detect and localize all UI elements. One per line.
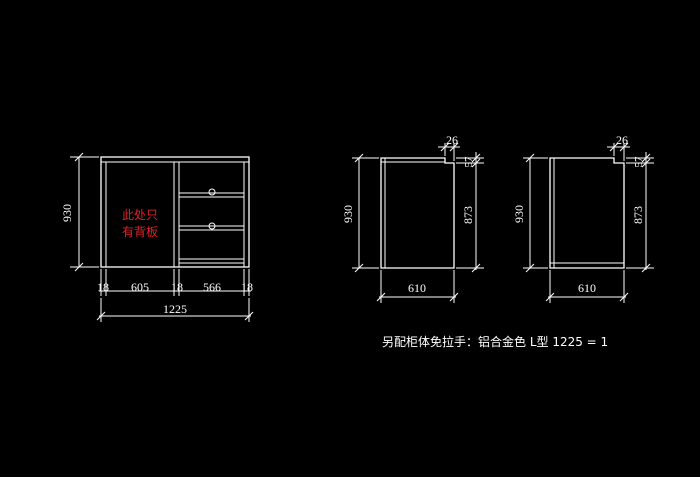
side2-handle-tick-left — [609, 142, 619, 152]
side-view-1: 930 57 873 26 610 — [341, 133, 484, 303]
front-dim-seg-4: 566 — [203, 280, 221, 294]
side1-tick-r-mid — [471, 158, 481, 168]
side1-tick-r-bottom — [471, 263, 481, 273]
side1-handle-width-label: 26 — [446, 133, 458, 147]
side1-handle-tick-right — [449, 142, 459, 152]
side1-top-gap-label: 57 — [463, 156, 475, 168]
side2-handle-width-label: 26 — [616, 133, 628, 147]
front-overall-tick-left — [96, 311, 106, 321]
front-dim-seg-1: 18 — [97, 280, 109, 294]
side2-tick-bottom — [525, 263, 535, 273]
side2-tick-top — [525, 153, 535, 163]
side2-body-height-label: 873 — [631, 206, 645, 224]
front-height-tick-bottom — [74, 262, 84, 272]
side2-handle-tick-right — [619, 142, 629, 152]
side2-depth-tick-left — [545, 292, 555, 302]
side-view-2: 930 57 873 26 610 — [512, 133, 654, 303]
side1-depth-tick-left — [376, 292, 386, 302]
side2-depth-tick-right — [619, 292, 629, 302]
side1-depth-tick-right — [449, 292, 459, 302]
side2-top-gap-label: 57 — [633, 156, 645, 168]
side1-total-height-label: 930 — [341, 205, 355, 223]
back-panel-note-line2: 有背板 — [122, 225, 158, 239]
side2-tick-r-bottom — [641, 263, 651, 273]
side1-body-height-label: 873 — [461, 206, 475, 224]
side1-depth-label: 610 — [408, 281, 426, 295]
front-dim-seg-3: 18 — [171, 280, 183, 294]
handle-caption: 另配柜体免拉手：铝合金色 L型 1225 = 1 — [382, 334, 608, 349]
side1-tick-bottom — [354, 263, 364, 273]
side1-handle-tick-left — [440, 142, 450, 152]
drawer-middle — [178, 225, 245, 231]
front-overall-width-label: 1225 — [163, 302, 187, 316]
front-height-label: 930 — [60, 204, 74, 222]
side1-cabinet-outline — [380, 157, 455, 269]
side1-tick-r-top — [471, 153, 481, 163]
front-cabinet-outline — [100, 156, 250, 268]
back-panel-note-line1: 此处只 — [122, 208, 158, 222]
drawer-knob-middle — [208, 222, 216, 230]
side2-tick-r-top — [641, 153, 651, 163]
front-overall-tick-right — [244, 311, 254, 321]
side2-cabinet-outline — [549, 157, 625, 269]
drawer-knob-top — [208, 188, 216, 196]
drawer-top — [178, 192, 245, 198]
side1-tick-top — [354, 153, 364, 163]
side2-tick-r-mid — [641, 158, 651, 168]
front-height-tick-top — [74, 152, 84, 162]
front-view: 此处只 有背板 930 18 605 18 566 18 1225 — [60, 152, 254, 322]
front-dim-seg-2: 605 — [131, 280, 149, 294]
side2-depth-label: 610 — [578, 281, 596, 295]
side2-total-height-label: 930 — [512, 205, 526, 223]
drawer-bottom — [178, 258, 245, 264]
front-dim-seg-5: 18 — [241, 280, 253, 294]
